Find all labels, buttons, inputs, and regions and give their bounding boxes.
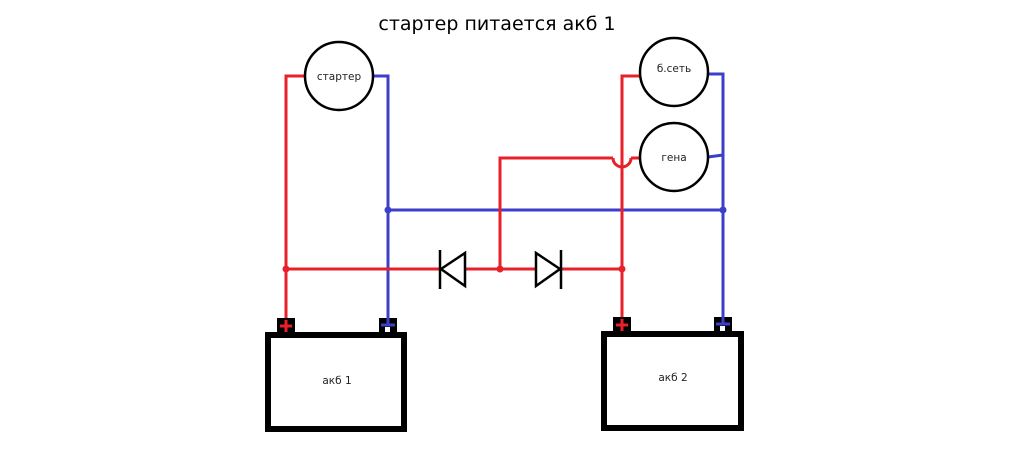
positive-junctions	[282, 265, 626, 273]
negative-junctions	[384, 206, 727, 214]
battery-2[interactable]: акб 2	[601, 317, 744, 431]
negative-wires	[372, 72, 725, 322]
starter[interactable]: стартер	[303, 40, 375, 112]
starter-circle	[303, 40, 375, 112]
starter-positive-wire	[284, 74, 305, 322]
diode-left	[438, 250, 467, 289]
diagram-title: стартер питается акб 1	[378, 13, 615, 35]
generator-negative-wire	[707, 153, 724, 159]
battery-2-body	[601, 331, 744, 431]
junction-dot	[618, 265, 626, 273]
battery-1[interactable]: акб 1	[265, 318, 407, 432]
network-circle	[638, 36, 710, 108]
battery-1-label: акб 1	[322, 375, 351, 387]
network-negative-wire	[707, 72, 725, 322]
diode-right	[534, 250, 563, 289]
battery-2-label: акб 2	[658, 372, 687, 384]
minus-icon	[716, 317, 730, 331]
starter-label: стартер	[317, 71, 362, 83]
diode-left-triangle	[438, 250, 467, 289]
junction-dot	[719, 206, 727, 214]
minus-icon	[381, 318, 395, 332]
diode-right-triangle	[534, 250, 563, 289]
generator-positive-wire	[498, 156, 613, 269]
junction-dot	[384, 206, 392, 214]
network-label: б.сеть	[657, 63, 691, 75]
generator-circle	[638, 121, 710, 193]
junction-dot	[496, 265, 504, 273]
generator-label: гена	[661, 152, 686, 164]
junction-dot	[282, 265, 290, 273]
plus-icon	[616, 319, 628, 331]
plus-icon	[280, 320, 292, 332]
network-positive-wire	[620, 74, 641, 322]
battery-1-body	[265, 332, 407, 432]
generator[interactable]: гена	[638, 121, 710, 193]
network[interactable]: б.сеть	[638, 36, 710, 108]
starter-negative-wire	[372, 74, 390, 322]
